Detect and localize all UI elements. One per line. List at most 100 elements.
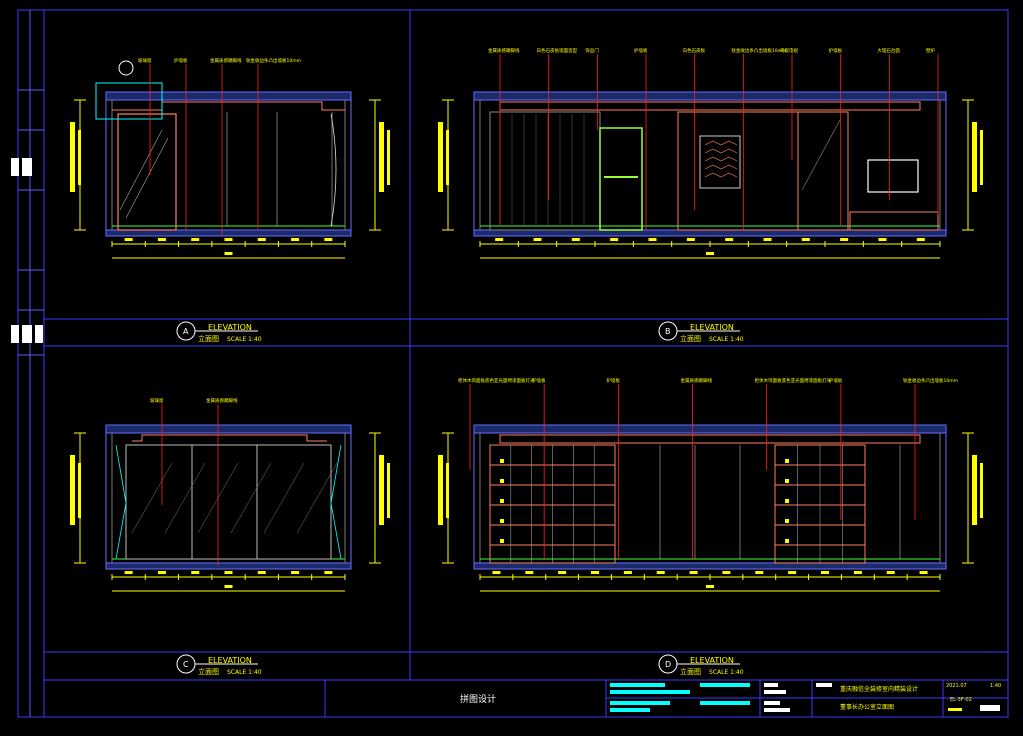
stone-pattern [704,172,738,178]
dim-label [191,571,200,574]
title-block-center-text: 拼图设计 [460,693,496,705]
glass-panel [797,111,849,231]
ceiling-slab [473,91,947,101]
glass-hatch [296,462,338,534]
dim-label [722,571,731,574]
stone-pattern [704,140,738,146]
shelf-light [785,459,789,463]
ceiling-slab [105,91,352,101]
dim-block [438,122,443,192]
stone-panel [699,135,741,189]
dim-label [191,238,200,241]
annotation-text: 护墙板 [829,47,843,54]
ceiling-slab [473,424,947,434]
dim-label [755,571,764,574]
label-a-scale: SCALE 1:40 [227,336,262,343]
annotation-text: 大理石台面 [877,47,900,54]
dim-label [878,238,887,241]
ceiling-trim [132,434,327,442]
dim-label [706,585,714,588]
dim-block [980,130,983,185]
dim-label [801,238,810,241]
dim-block [980,463,983,518]
glass-hatch [131,462,173,534]
door-shelf [604,176,638,178]
ornament-door [599,127,643,231]
dim-label [591,571,599,574]
dim-label [224,238,233,241]
label-b-subtitle: 立面图 [680,334,701,343]
shelf-light [785,499,789,503]
glass-hatch [230,462,272,534]
annotation-text: 饰品门 [585,47,599,54]
label-b: B ELEVATION 立面图 SCALE 1:40 [658,321,744,343]
floor-slab [473,562,947,570]
wall-outline [473,91,947,237]
dim-label [919,571,928,574]
dim-label [610,238,619,241]
dim-label [324,238,333,241]
dim-label [224,585,233,588]
dim-block [972,455,977,525]
annotation-text: 金属质感踢脚线 [206,397,238,404]
dim-label [257,238,266,241]
dim-label [495,238,504,241]
dim-label [853,571,862,574]
left-strip [18,10,44,717]
dim-label [224,571,233,574]
floor-slab [105,562,352,570]
dim-label [533,238,542,241]
stone-pattern [704,164,738,170]
annotation-text: 壁炉 [926,47,935,54]
title-block: 拼图设计 重庆融信全装修室内精装设计 董事长办公室立面图 2021.07 1:4… [324,680,1008,717]
label-c: C ELEVATION 立面图 SCALE 1:40 [176,654,262,676]
annotation-text: 护墙板 [532,377,546,384]
dim-block [70,455,75,525]
dim-block [379,455,384,525]
dim-label [324,571,333,574]
left-strip-labels [11,158,43,343]
label-c-title: ELEVATION [208,656,252,665]
dim-label [291,571,300,574]
dim-block [438,455,443,525]
annotation-text: 护墙板 [829,377,843,384]
annotation-text: 玻璃窗 [150,397,164,404]
floor-slab [105,229,352,237]
annotation-text: 护墙板 [174,57,188,64]
room-outline [111,432,346,564]
svg-text:C: C [183,660,189,669]
annotation-text: 护墙板 [606,377,620,384]
glass-door [117,113,177,231]
label-c-subtitle: 立面图 [198,667,219,676]
annotation-text: 钛金收边条凸出墙板10mm [731,47,786,54]
label-d-scale: SCALE 1:40 [709,669,744,676]
dim-label [648,238,657,241]
wall-outline [473,424,947,570]
curtain-right [330,444,342,560]
dim-label [916,238,925,241]
dim-label [886,571,895,574]
title-block-date: 2021.07 [946,683,967,689]
annotation-text: 金属质感踢脚线 [210,57,242,64]
glass-hatch [119,129,163,211]
shelf-light [500,479,504,483]
annotation-text: 钛金收边条凸出墙板10mm [903,377,958,384]
annotation-text: 白色石皮板墙面造型 [537,47,578,54]
annotation-text: 白色石皮板 [683,47,706,54]
label-d-title: ELEVATION [690,656,734,665]
title-block-scale: 1:40 [990,683,1001,689]
shelf-light [500,519,504,523]
embedded-tv [867,159,919,193]
window-frame [125,444,332,560]
elevation-b: 金属质感踢脚线白色石皮板墙面造型饰品门护墙板白色石皮板钛金收边条凸出墙板10mm… [438,47,983,259]
shelf-light [785,479,789,483]
dim-label [788,571,797,574]
floor-slab [473,229,947,237]
dim-label [124,571,133,574]
dim-label [224,252,233,255]
annotation-text: 内嵌电视 [780,47,798,54]
annotation-text: 钛金收边条凸出墙板10mm [246,57,301,64]
shelf-light [500,499,504,503]
svg-text:B: B [665,327,671,336]
